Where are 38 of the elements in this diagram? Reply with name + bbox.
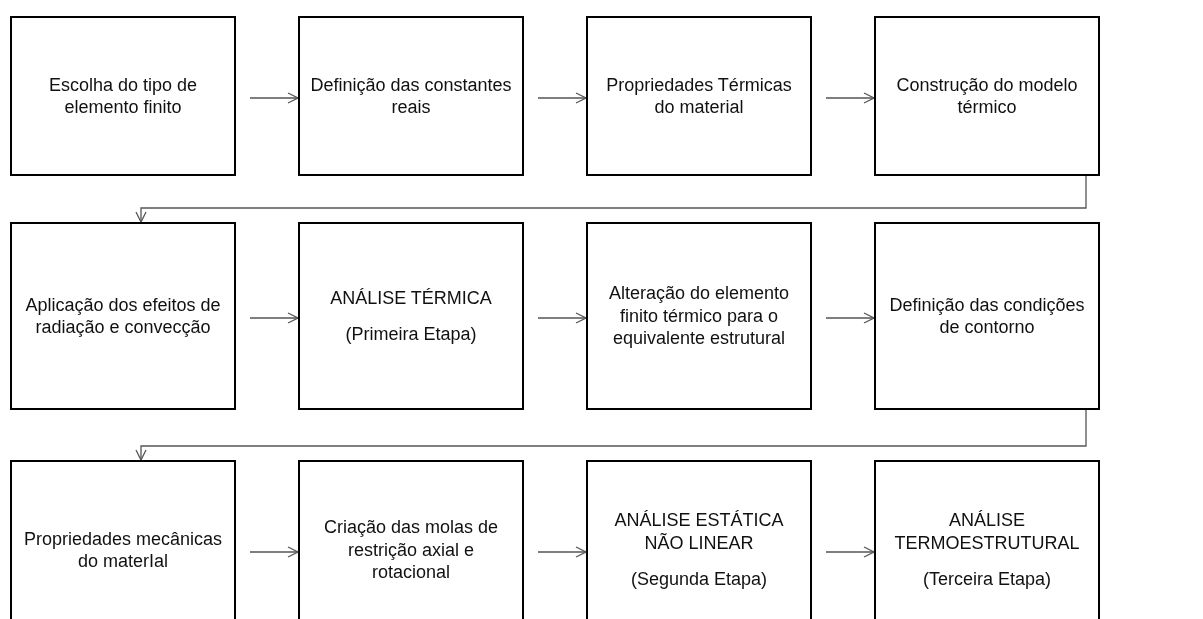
process-box — [874, 222, 1100, 410]
process-box — [874, 460, 1100, 619]
arrow — [249, 92, 299, 104]
process-box — [10, 16, 236, 176]
step-text: (Terceira Etapa) — [922, 568, 1052, 591]
step-text: ANÁLISE TERMOESTRUTURAL — [893, 509, 1081, 555]
step-text: Definição das constantes reais — [310, 73, 512, 119]
step-text: Alteração do elemento finito térmico para o equivalente estrutural — [607, 282, 791, 350]
step-text: Construção do modelo térmico — [895, 73, 1079, 119]
arrow — [537, 546, 587, 558]
arrow — [249, 546, 299, 558]
arrow — [537, 92, 587, 104]
process-box — [10, 460, 236, 619]
process-box — [298, 222, 524, 410]
step-text: Definição das condições de contorno — [888, 293, 1086, 339]
arrow — [825, 92, 875, 104]
step-text: Propriedades mecânicas do materIal — [22, 527, 224, 573]
arrow — [825, 546, 875, 558]
arrow — [249, 312, 299, 324]
step-text: Aplicação dos efeitos de radiação e convecção — [24, 293, 222, 339]
step-text: Propriedades Térmicas do material — [605, 73, 793, 119]
process-box — [10, 222, 236, 410]
arrow — [537, 312, 587, 324]
arrow — [135, 409, 1087, 461]
step-text: Escolha do tipo de elemento finito — [47, 73, 199, 119]
step-text: (Primeira Etapa) — [345, 323, 477, 346]
process-box — [874, 16, 1100, 176]
process-box — [298, 460, 524, 619]
process-box — [586, 16, 812, 176]
step-text: Criação das molas de restrição axial e rotacional — [322, 516, 500, 584]
step-text: (Segunda Etapa) — [630, 568, 768, 591]
process-box — [586, 460, 812, 619]
arrow — [135, 175, 1087, 223]
step-text: ANÁLISE TÉRMICA — [330, 286, 492, 309]
arrow — [825, 312, 875, 324]
step-text: ANÁLISE ESTÁTICA NÃO LINEAR — [613, 509, 785, 555]
process-box — [298, 16, 524, 176]
process-box — [586, 222, 812, 410]
